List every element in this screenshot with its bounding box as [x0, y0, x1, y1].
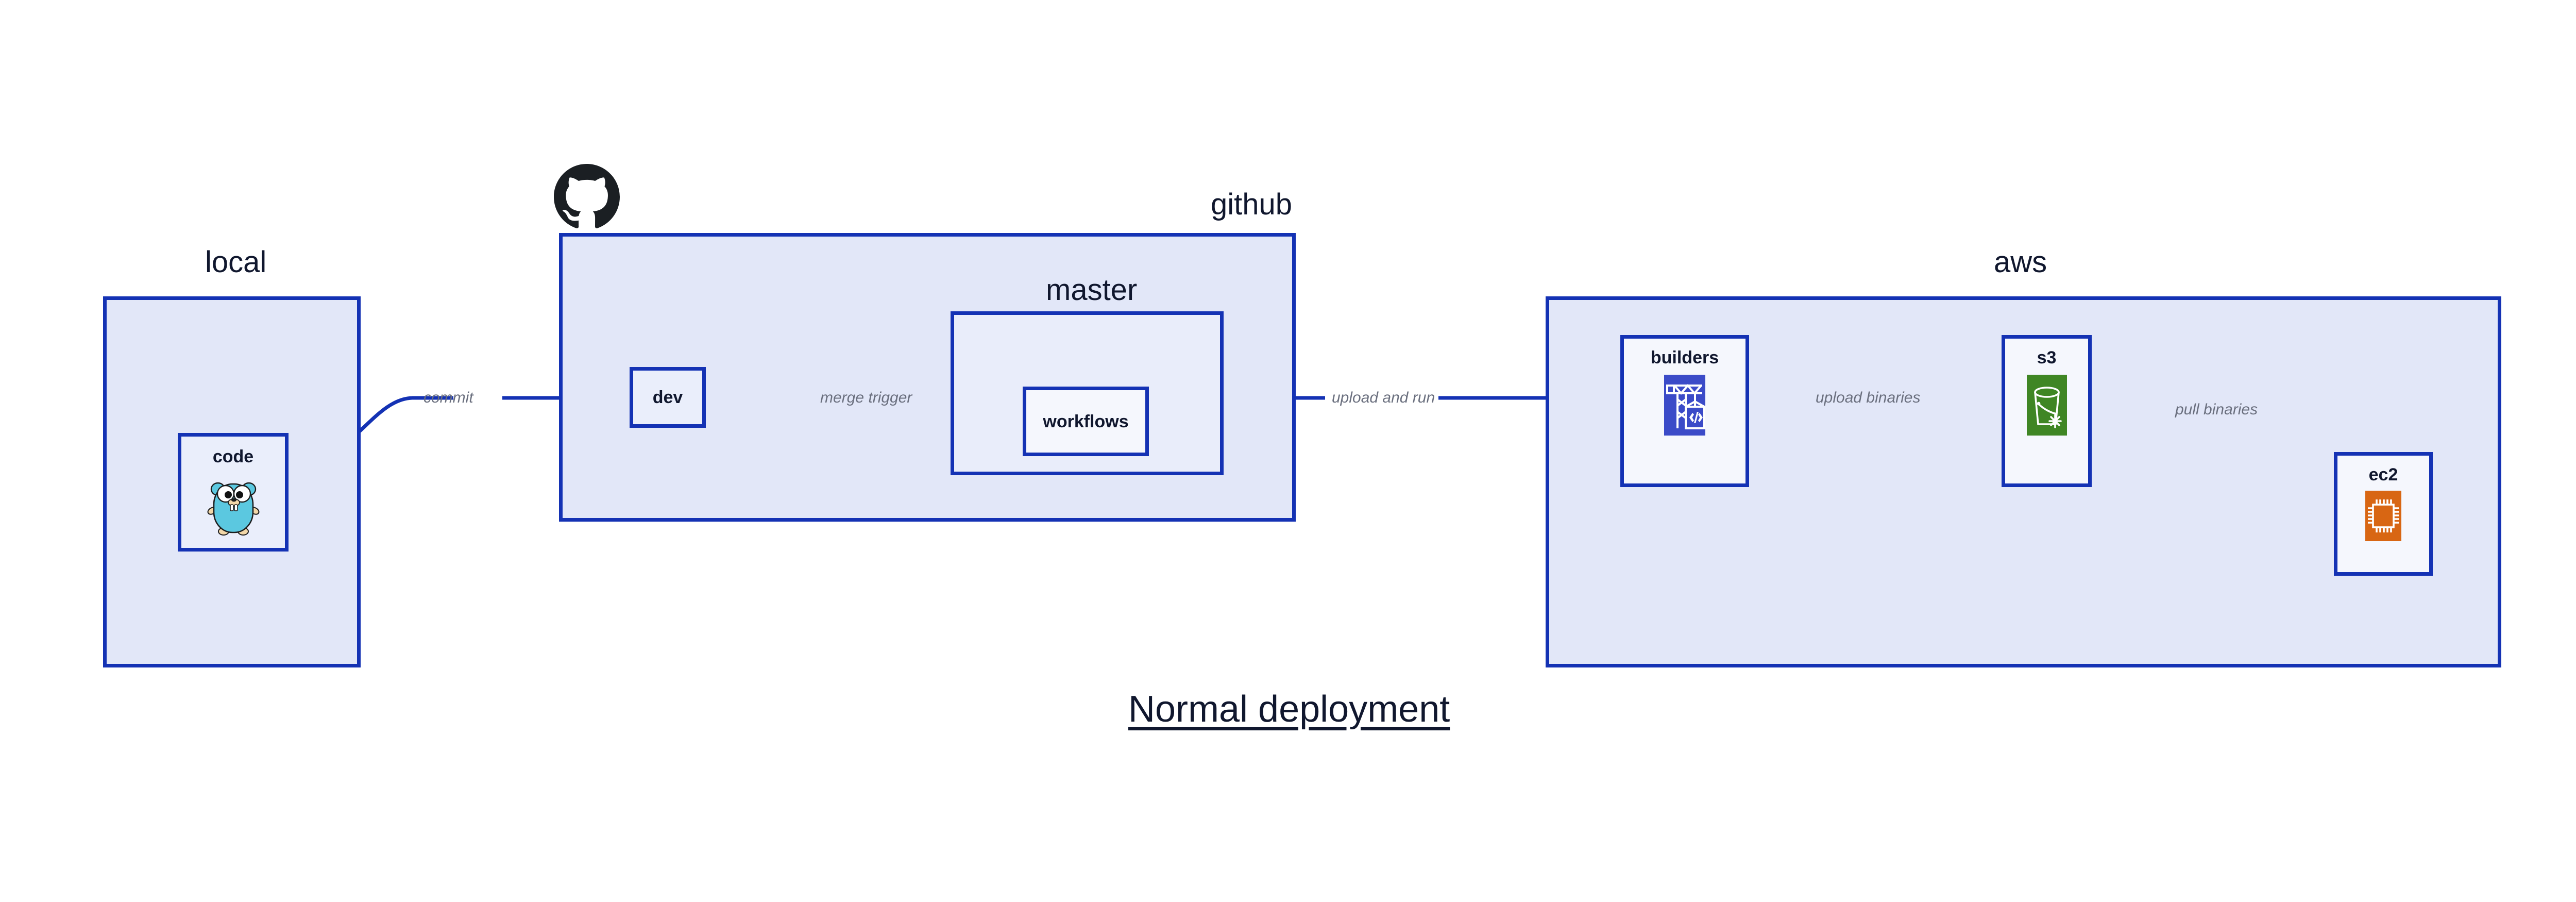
node-label-ec2: ec2 — [2368, 465, 2398, 485]
node-label-builders: builders — [1650, 348, 1719, 368]
go-gopher-icon — [207, 482, 259, 536]
edge-label-upload-binaries: upload binaries — [1816, 389, 1921, 406]
node-s3[interactable]: s3 — [2002, 335, 2092, 487]
edge-label-upload-and-run: upload and run — [1332, 389, 1435, 406]
node-code[interactable]: code — [178, 433, 289, 552]
group-label-local: local — [205, 245, 267, 279]
group-label-aws: aws — [1994, 245, 2047, 279]
aws-s3-bucket-icon — [2026, 375, 2067, 436]
group-label-master: master — [1046, 273, 1138, 307]
node-ec2[interactable]: ec2 — [2334, 452, 2433, 576]
node-label-s3: s3 — [2037, 348, 2057, 368]
group-label-github: github — [1211, 188, 1293, 221]
node-builders[interactable]: builders — [1620, 335, 1749, 487]
aws-ec2-chip-icon — [2365, 491, 2401, 541]
diagram-title: Normal deployment — [1128, 689, 1450, 730]
edge-label-commit: commit — [423, 389, 473, 406]
edge-label-pull-binaries: pull binaries — [2175, 401, 2258, 418]
node-dev[interactable]: dev — [630, 367, 706, 428]
github-octocat-icon — [554, 164, 620, 228]
node-label-dev: dev — [652, 388, 683, 407]
aws-builders-crane-icon — [1664, 375, 1705, 436]
node-label-code: code — [212, 447, 254, 466]
edge-label-merge-trigger: merge trigger — [820, 389, 912, 406]
node-workflows[interactable]: workflows — [1023, 387, 1149, 456]
node-label-workflows: workflows — [1043, 411, 1129, 431]
